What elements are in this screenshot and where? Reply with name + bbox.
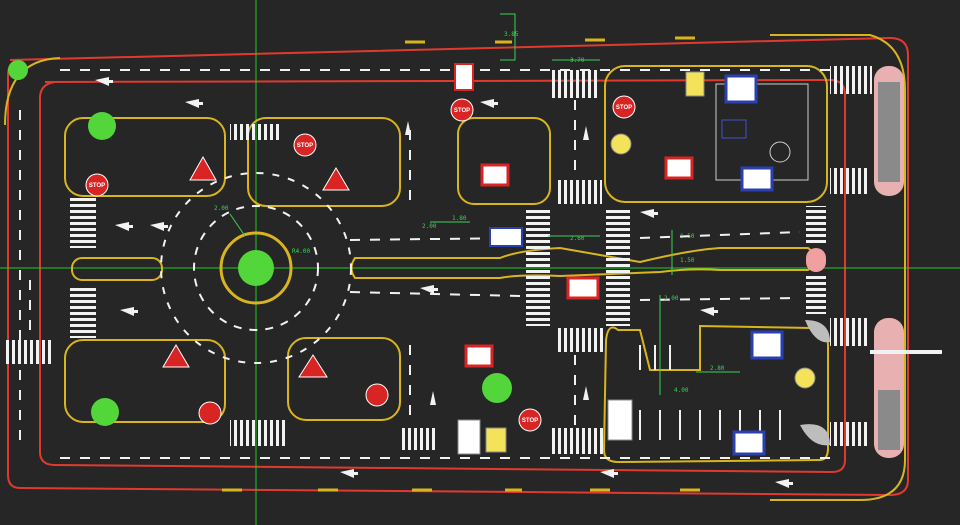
sign-icon bbox=[664, 156, 694, 180]
direction-arrows bbox=[95, 77, 793, 488]
sign-icon bbox=[485, 427, 507, 453]
stop-sign-icon bbox=[198, 401, 222, 425]
zebra-crossings bbox=[4, 66, 872, 454]
dimension-label: 2.00 bbox=[664, 295, 679, 302]
info-sign-icon bbox=[740, 166, 774, 192]
block-top-center bbox=[247, 117, 401, 207]
warning-triangle-icon bbox=[322, 167, 350, 191]
dimension-label: 2.80 bbox=[710, 365, 725, 372]
info-sign-icon bbox=[724, 74, 758, 104]
dimension-leaders bbox=[229, 13, 740, 395]
median-strip bbox=[350, 246, 816, 279]
dimension-label: 2.00 bbox=[422, 223, 437, 230]
roundabout bbox=[160, 172, 352, 364]
lane-markings bbox=[19, 69, 830, 459]
stop-sign-icon: STOP bbox=[450, 98, 474, 122]
warning-triangle-icon bbox=[189, 155, 217, 181]
stop-sign-label: STOP bbox=[616, 105, 632, 111]
stop-sign-label: STOP bbox=[297, 143, 313, 149]
sign-icon bbox=[457, 419, 481, 455]
info-sign-icon bbox=[750, 330, 784, 360]
stop-sign-icon: STOP bbox=[85, 173, 109, 197]
stop-sign-label: STOP bbox=[89, 183, 105, 189]
traffic-signs bbox=[454, 63, 816, 456]
stop-signs: STOP STOP STOP STOP STOP bbox=[85, 95, 636, 432]
building-block bbox=[604, 65, 828, 203]
block-bottom-left bbox=[64, 339, 226, 423]
dimension-label: 3.85 bbox=[504, 31, 519, 38]
island-caps bbox=[800, 320, 830, 446]
dimension-label: 1.80 bbox=[452, 215, 467, 222]
stop-sign-icon bbox=[365, 383, 389, 407]
block-top-left bbox=[64, 117, 226, 197]
info-sign-icon bbox=[732, 430, 766, 456]
sign-icon bbox=[610, 133, 632, 155]
dimension-label: R4.00 bbox=[292, 248, 310, 255]
dimension-label: 1.50 bbox=[680, 233, 695, 240]
yellow-dash-markings bbox=[222, 36, 700, 492]
sign-icon bbox=[489, 227, 523, 247]
stop-sign-icon: STOP bbox=[293, 133, 317, 157]
median-red-end bbox=[806, 248, 826, 272]
sidewalk-bands bbox=[870, 66, 942, 458]
block-center-top bbox=[457, 117, 551, 205]
block-mid-left bbox=[71, 257, 163, 281]
dimension-label: 4.00 bbox=[674, 387, 689, 394]
block-bottom-center bbox=[287, 337, 401, 421]
sign-icon bbox=[464, 344, 494, 368]
right-slip-curb bbox=[770, 34, 906, 501]
stop-sign-icon: STOP bbox=[518, 408, 542, 432]
sign-icon bbox=[454, 63, 474, 91]
sign-icon bbox=[566, 276, 600, 300]
roundabout-tree bbox=[238, 250, 274, 286]
warning-signs bbox=[162, 155, 350, 378]
sign-icon bbox=[794, 367, 816, 389]
sign-icon bbox=[685, 71, 705, 97]
sign-icon bbox=[480, 163, 510, 187]
warning-triangle-icon bbox=[298, 354, 328, 378]
dimension-label: 2.00 bbox=[214, 205, 229, 212]
dimension-label: 1.50 bbox=[680, 257, 695, 264]
dimension-label: 2.60 bbox=[570, 235, 585, 242]
trees bbox=[8, 60, 512, 426]
stop-sign-label: STOP bbox=[454, 108, 470, 114]
stop-sign-icon: STOP bbox=[612, 95, 636, 119]
sign-icon bbox=[607, 399, 633, 441]
stop-sign-label: STOP bbox=[522, 418, 538, 424]
warning-triangle-icon bbox=[162, 344, 190, 368]
